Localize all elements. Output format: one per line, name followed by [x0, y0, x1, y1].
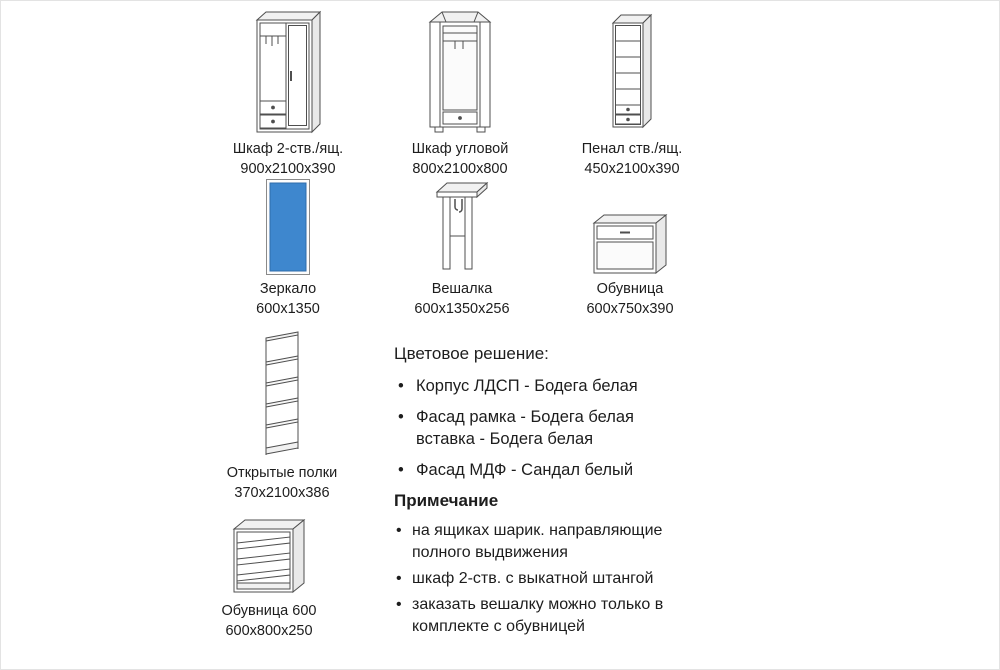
list-item: шкаф 2-ств. с выкатной штангой: [394, 568, 676, 590]
catalog-item: Открытые полки 370х2100х386: [202, 329, 362, 503]
list-item: на ящиках шарик. направляющие полного вы…: [394, 520, 676, 564]
list-item: заказать вешалку можно только в комплект…: [394, 594, 676, 638]
shoe-rack-600-drawing: [189, 517, 349, 597]
item-name: Пенал ств./ящ.: [581, 141, 683, 157]
bullet-text: Фасад МДФ - Сандал белый: [416, 461, 634, 479]
shoe-cabinet-drawing: [550, 177, 710, 275]
list-item: Фасад рамка - Бодега белая вставка - Бод…: [394, 406, 666, 450]
tall-cabinet-drawing: [552, 7, 712, 135]
item-size: 600х750х390: [586, 301, 674, 317]
bullet-text: Корпус ЛДСП - Бодега белая: [416, 377, 638, 395]
bullet-text: заказать вешалку можно только в комплект…: [412, 596, 664, 635]
corner-wardrobe-drawing: [380, 7, 540, 135]
bullet-text: на ящиках шарик. направляющие полного вы…: [412, 522, 663, 561]
item-name: Обувница 600: [221, 603, 317, 619]
item-name: Открытые полки: [226, 465, 338, 481]
catalog-item: Обувница 600 600х800х250: [189, 517, 349, 641]
catalog-item: Зеркало 600х1350: [208, 177, 368, 319]
item-size: 900х2100х390: [240, 161, 336, 177]
item-name: Шкаф угловой: [411, 141, 509, 157]
list-item: Корпус ЛДСП - Бодега белая: [394, 375, 666, 397]
list-item: Фасад МДФ - Сандал белый: [394, 459, 666, 481]
catalog-item: Шкаф угловой 800х2100х800: [380, 7, 540, 179]
bullet-text: шкаф 2-ств. с выкатной штангой: [412, 570, 654, 587]
item-name: Обувница: [596, 281, 664, 297]
item-name: Шкаф 2-ств./ящ.: [232, 141, 344, 157]
coat-rack-drawing: [382, 177, 542, 275]
item-name: Зеркало: [259, 281, 317, 297]
color-section-title: Цветовое решение:: [394, 344, 549, 363]
item-size: 600х1350х256: [414, 301, 510, 317]
item-size: 600х800х250: [225, 623, 313, 639]
item-size: 600х1350: [256, 301, 320, 317]
item-name: Вешалка: [431, 281, 493, 297]
mirror-drawing: [208, 177, 368, 275]
catalog-item: Вешалка 600х1350х256: [382, 177, 542, 319]
bullet-text: Фасад рамка - Бодега белая вставка - Бод…: [416, 408, 634, 448]
item-size: 370х2100х386: [234, 485, 330, 501]
specs-panel: Цветовое решение: Корпус ЛДСП - Бодега б…: [394, 343, 714, 642]
item-size: 800х2100х800: [412, 161, 508, 177]
item-size: 450х2100х390: [584, 161, 680, 177]
catalog-item: Шкаф 2-ств./ящ. 900х2100х390: [208, 7, 368, 179]
open-shelves-drawing: [202, 329, 362, 459]
wardrobe-2door-drawing: [208, 7, 368, 135]
notes-title: Примечание: [394, 491, 499, 510]
notes-list: на ящиках шарик. направляющие полного вы…: [394, 520, 676, 638]
catalog-item: Пенал ств./ящ. 450х2100х390: [552, 7, 712, 179]
catalog-item: Обувница 600х750х390: [550, 177, 710, 319]
color-list: Корпус ЛДСП - Бодега белая Фасад рамка -…: [394, 375, 666, 481]
